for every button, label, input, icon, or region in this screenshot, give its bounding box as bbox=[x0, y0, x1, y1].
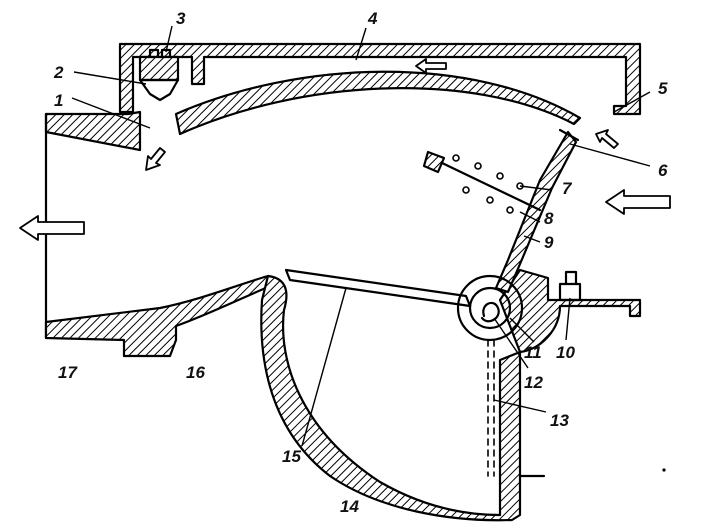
pivot-ring-inner bbox=[468, 286, 512, 330]
callout-9: 9 bbox=[544, 233, 554, 252]
slot-arrow-left-icon bbox=[145, 147, 166, 171]
callout-13: 13 bbox=[550, 411, 569, 430]
top-channel-arrow-icon bbox=[415, 58, 447, 74]
callout-6: 6 bbox=[658, 161, 668, 180]
pivot-fastener bbox=[558, 270, 582, 302]
upper-inlet-lip bbox=[44, 110, 142, 152]
pivot-ring-outer bbox=[456, 274, 524, 342]
callout-15: 15 bbox=[282, 447, 301, 466]
callout-5: 5 bbox=[658, 79, 668, 98]
callout-3: 3 bbox=[176, 9, 186, 28]
slot-arrow-right-icon bbox=[595, 129, 619, 149]
callout-2: 2 bbox=[53, 63, 64, 82]
stray-dot bbox=[662, 468, 666, 472]
dashed-rod bbox=[487, 339, 495, 477]
top-housing-wall bbox=[118, 42, 642, 116]
spring-rod bbox=[438, 160, 542, 212]
callout-1: 1 bbox=[54, 91, 63, 110]
lower-duct-wall bbox=[44, 274, 282, 358]
callout-7: 7 bbox=[562, 179, 573, 198]
inlet-arrow-icon bbox=[605, 189, 671, 215]
nozzle-tip bbox=[138, 78, 180, 102]
flap-tip bbox=[558, 128, 580, 142]
lever-arm bbox=[284, 268, 472, 308]
curved-deflector bbox=[174, 70, 582, 136]
swing-flap-plate bbox=[494, 130, 578, 294]
bowl-chamber-wall bbox=[260, 274, 522, 522]
spring-coils bbox=[452, 154, 524, 214]
spring-end-cap bbox=[422, 150, 446, 174]
callout-17: 17 bbox=[58, 363, 78, 382]
callout-4: 4 bbox=[367, 9, 378, 28]
callout-11: 11 bbox=[524, 343, 542, 362]
callout-labels: 1 2 3 4 5 6 7 8 9 10 11 12 13 14 15 16 1… bbox=[53, 9, 668, 516]
nozzle-body bbox=[138, 55, 180, 82]
leader-lines bbox=[71, 25, 651, 447]
callout-16: 16 bbox=[186, 363, 205, 382]
pivot-spiral bbox=[480, 301, 500, 323]
callout-12: 12 bbox=[524, 373, 543, 392]
outlet-arrow-icon bbox=[19, 215, 85, 241]
callout-10: 10 bbox=[556, 343, 575, 362]
callout-14: 14 bbox=[340, 497, 359, 516]
callout-8: 8 bbox=[544, 209, 554, 228]
